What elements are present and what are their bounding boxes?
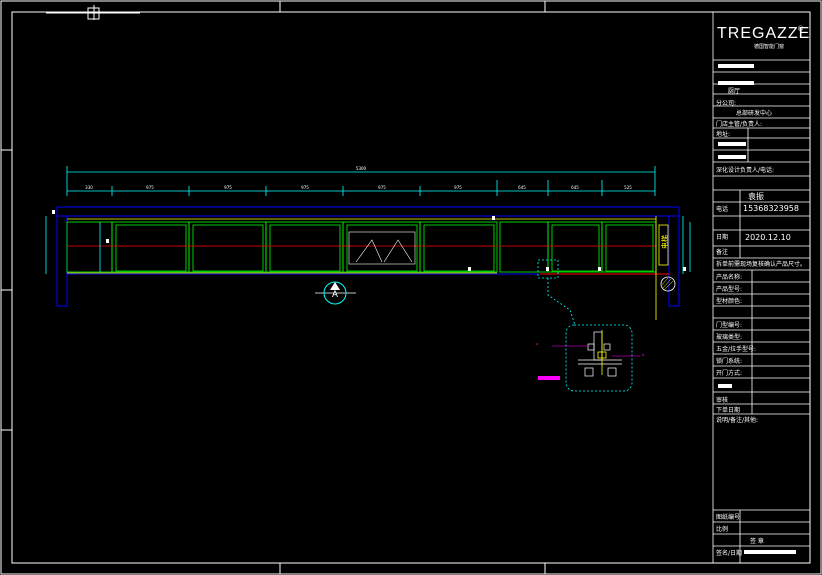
shop-manager-label: 门店主管/负责人: — [716, 121, 763, 128]
svg-text:975: 975 — [378, 185, 386, 190]
title-block — [712, 11, 811, 564]
drawing-no-label: 图纸编号 — [716, 514, 741, 521]
svg-text:525: 525 — [624, 185, 632, 190]
room-name: 厨厅 — [728, 88, 741, 95]
elevator-label: 电梯 — [660, 235, 669, 249]
track-lines — [67, 216, 669, 320]
svg-text:975: 975 — [146, 185, 154, 190]
svg-text:975: 975 — [454, 185, 462, 190]
svg-text:645: 645 — [518, 185, 526, 190]
dimension-lines — [66, 166, 656, 196]
handle-label: 五金/拉手型号: — [716, 346, 757, 353]
brand-logo: TREGAZZE — [717, 25, 811, 42]
product-name-label: 产品名称: — [716, 274, 743, 281]
date-label: 日期 — [716, 234, 729, 241]
door-type-label: 门型编号: — [716, 322, 743, 329]
detail-callout — [537, 259, 633, 392]
section-marker-label: A — [332, 290, 339, 300]
check-label: 审核 — [716, 397, 729, 404]
note-label: 说明/备注/其他: — [716, 417, 759, 424]
designer-label: 深化设计负责人/电话: — [716, 167, 775, 174]
detail-notes: a b — [536, 342, 645, 357]
date-value: 2020.12.10 — [745, 233, 791, 242]
designer-name: 袁振 — [748, 192, 764, 201]
detail-yellow — [597, 330, 607, 375]
svg-text:975: 975 — [301, 185, 309, 190]
remark-label: 备注 — [716, 249, 729, 256]
svg-text:330: 330 — [85, 185, 93, 190]
column-hatch — [661, 277, 674, 291]
company-label: 分公司: — [716, 100, 737, 107]
detail-content — [578, 331, 622, 377]
border-ticks — [1, 1, 546, 574]
product-model-label: 产品型号: — [716, 286, 743, 293]
detail-highlight — [538, 376, 560, 380]
svg-text:645: 645 — [571, 185, 579, 190]
brand-subtitle: 德国智能门窗 — [754, 44, 785, 50]
door-leaf-label: 开门方式: — [716, 370, 743, 377]
glass-type-label: 玻璃类型: — [716, 334, 743, 341]
svg-text:975: 975 — [224, 185, 232, 190]
approved-label: 签 章 — [750, 538, 764, 545]
detail-leaders — [552, 345, 640, 357]
title-handle — [87, 7, 100, 20]
dim-overall: 5300 — [356, 166, 367, 171]
door-lock-label: 锁门系统: — [716, 358, 743, 365]
svg-text:b: b — [642, 353, 645, 357]
phone-value: 15368323958 — [743, 204, 799, 213]
door-swing-symbol — [348, 231, 416, 265]
sheet-inner-border — [11, 11, 811, 564]
phone-label: 电话 — [716, 206, 729, 213]
signature-label: 签名/日期 — [716, 550, 743, 557]
title-block-fills — [718, 64, 796, 554]
glass-panel-run-left — [66, 221, 498, 273]
company-value: 总部研发中心 — [736, 110, 773, 117]
wall-outline — [56, 206, 680, 307]
registered-mark: ® — [797, 25, 804, 33]
glass-panel-run-right — [499, 221, 657, 273]
side-dims — [45, 216, 691, 274]
svg-text:a: a — [536, 342, 538, 346]
section-marker-a: A — [315, 281, 356, 305]
dimension-text: 5300 330 975 975 975 975 975 645 645 525 — [85, 166, 632, 190]
order-date-label: 下单日期 — [716, 407, 741, 414]
product-color-label: 型材颜色: — [716, 298, 743, 305]
small-markers — [52, 210, 686, 271]
address-label: 地址: — [716, 131, 731, 138]
notice-text: 拆单前需现场复核确认产品尺寸。 — [716, 261, 807, 268]
scale-label: 比例 — [716, 526, 729, 533]
column-symbol — [660, 276, 676, 292]
